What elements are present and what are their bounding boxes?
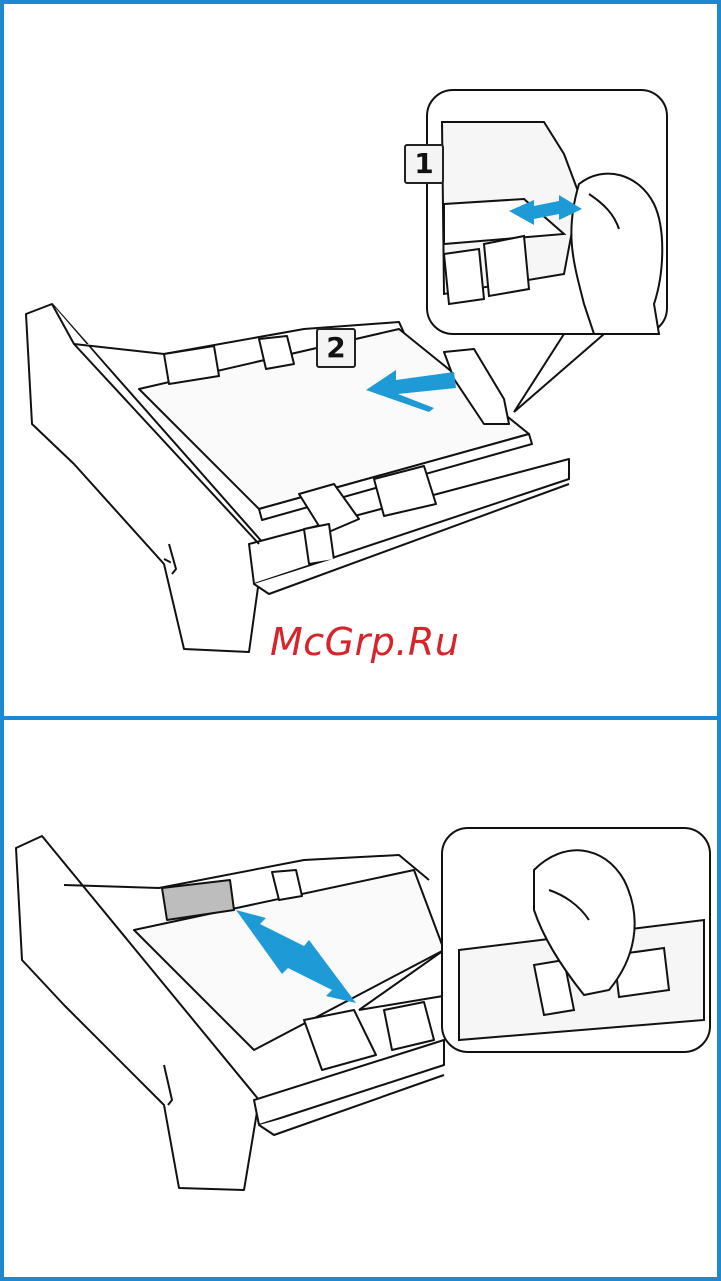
paper-tray-illustration (4, 4, 717, 716)
step-number-2: 2 (316, 328, 356, 368)
illustration-panel-top: 1 2 McGrp.Ru (0, 0, 721, 720)
illustration-panel-bottom (0, 716, 721, 1281)
step-number-1: 1 (404, 144, 444, 184)
watermark: McGrp.Ru (270, 620, 459, 664)
paper-tray-illustration (4, 720, 717, 1277)
